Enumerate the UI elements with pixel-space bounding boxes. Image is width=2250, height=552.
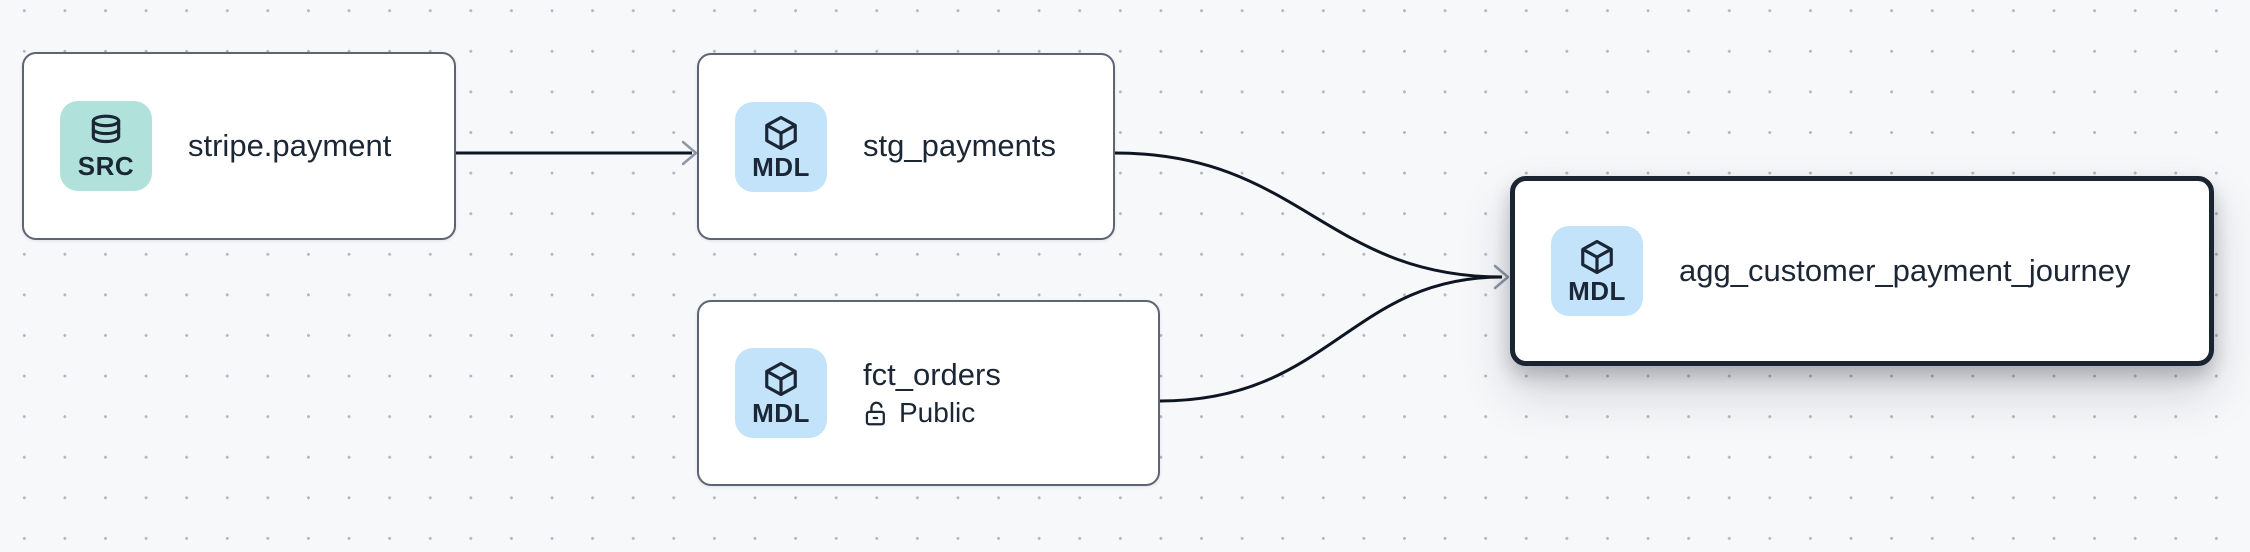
cube-icon bbox=[765, 115, 797, 150]
node-type-badge: MDL bbox=[735, 348, 827, 438]
edge-fct-orders-to-agg bbox=[1159, 275, 1503, 403]
node-type-badge: MDL bbox=[735, 101, 827, 192]
node-title: agg_customer_payment_journey bbox=[1679, 252, 2131, 288]
node-title: stg_payments bbox=[863, 128, 1056, 164]
arrowhead-icon bbox=[1493, 264, 1510, 290]
node-access-row: Public bbox=[863, 396, 1001, 429]
lineage-node-stg-payments[interactable]: MDL stg_payments bbox=[697, 53, 1115, 240]
edge-stg-payments-to-agg bbox=[1114, 151, 1503, 279]
cube-icon bbox=[765, 361, 797, 397]
database-icon bbox=[91, 114, 121, 144]
badge-label: MDL bbox=[752, 151, 810, 182]
node-type-badge: SRC bbox=[60, 101, 152, 191]
unlock-icon bbox=[865, 401, 885, 425]
badge-label: SRC bbox=[77, 151, 135, 181]
badge-label: MDL bbox=[1568, 276, 1626, 306]
node-title: stripe.payment bbox=[188, 127, 392, 163]
node-title: fct_orders bbox=[863, 356, 1001, 392]
arrowhead-icon bbox=[681, 140, 698, 166]
access-label: Public bbox=[899, 396, 976, 428]
lineage-node-stripe-payment[interactable]: SRC stripe.payment bbox=[22, 52, 456, 240]
lineage-node-fct-orders[interactable]: MDL fct_orders Public bbox=[697, 300, 1160, 486]
cube-icon bbox=[1581, 239, 1613, 275]
badge-label: MDL bbox=[752, 398, 810, 428]
lineage-node-agg-customer-payment-journey[interactable]: MDL agg_customer_payment_journey bbox=[1510, 176, 2214, 366]
node-type-badge: MDL bbox=[1551, 226, 1643, 316]
